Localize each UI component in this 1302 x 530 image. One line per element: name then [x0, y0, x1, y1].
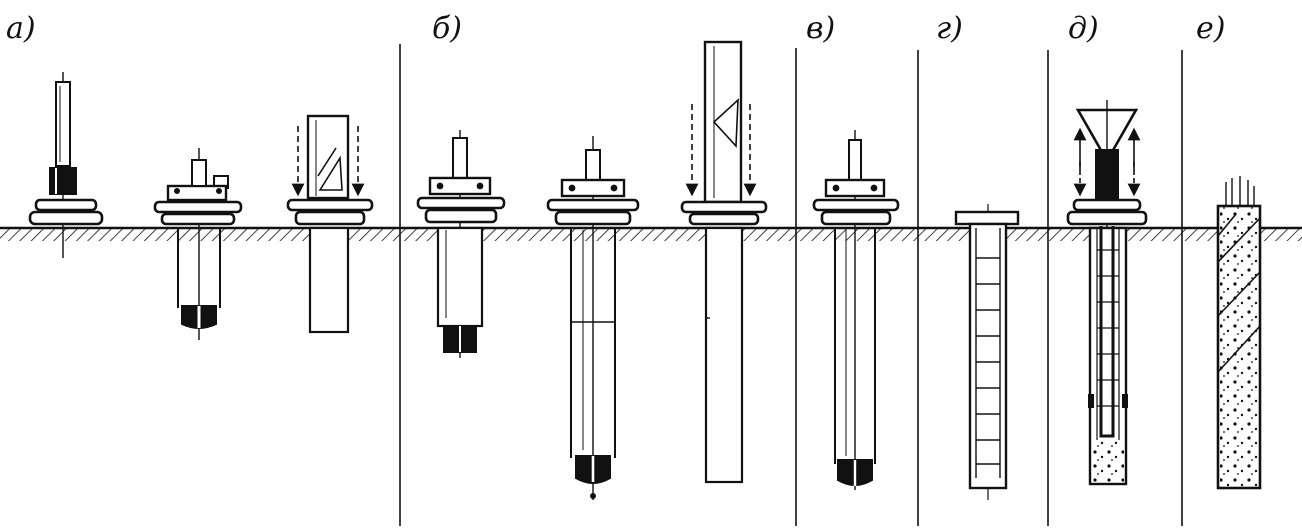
stage-b-casing [680, 40, 768, 484]
stage-a-drilling [153, 148, 243, 340]
stage-a-casing [286, 114, 374, 334]
stage-label-a: а) [6, 11, 36, 46]
stage-g-reinforcement-cage [954, 204, 1020, 500]
stage-e-finished-pile [1216, 176, 1262, 490]
stage-d-concreting [1066, 100, 1148, 486]
stage-label-g: г) [936, 11, 963, 46]
stage-label-d: д) [1068, 11, 1099, 46]
stage-separators [399, 44, 1183, 526]
stage-a-drill-start [28, 72, 104, 258]
stage-b-drilling-1 [416, 130, 506, 358]
stage-v-drilling [812, 130, 900, 490]
stage-label-b: б) [432, 11, 463, 46]
stage-label-v: в) [806, 11, 836, 46]
stage-label-e: е) [1196, 11, 1226, 46]
stage-b-drilling-2 [546, 136, 640, 500]
